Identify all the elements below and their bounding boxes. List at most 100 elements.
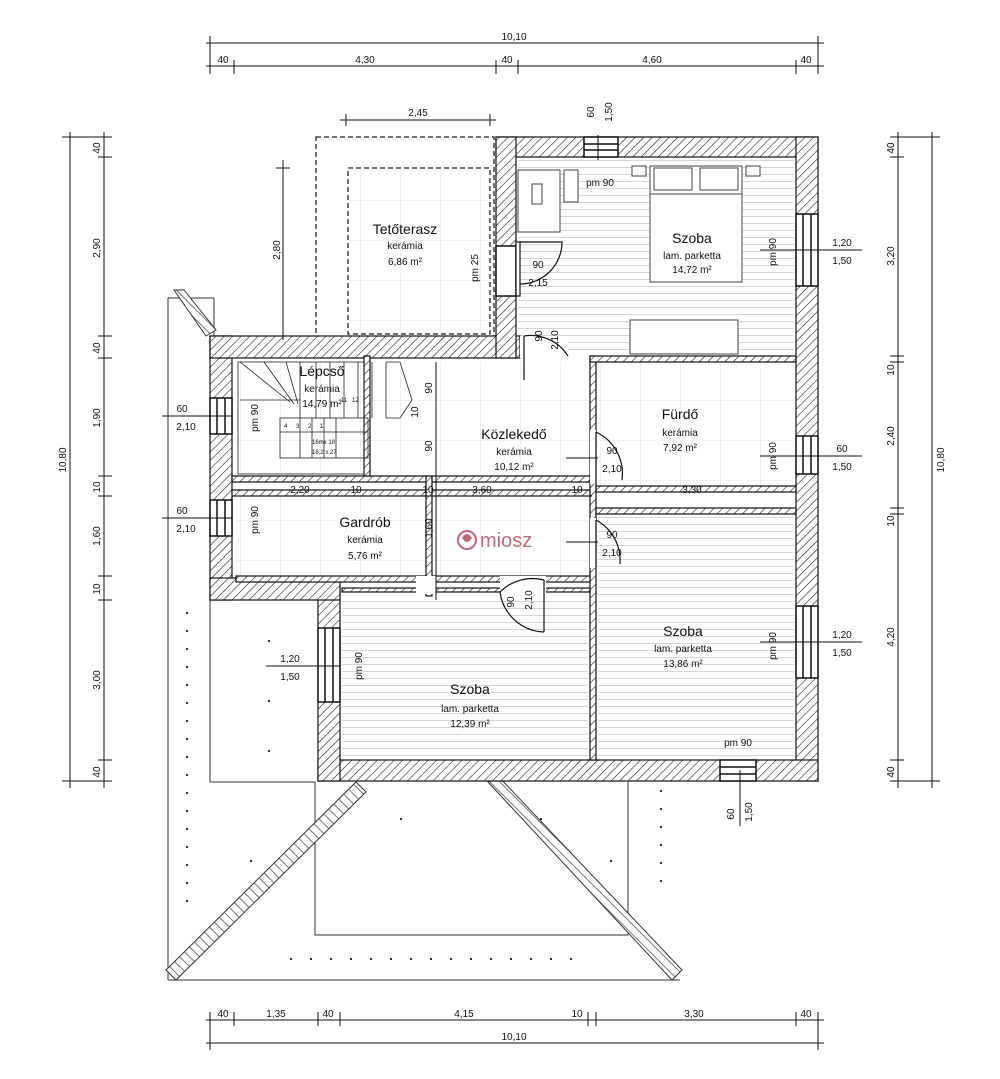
dim-door-90c: 90 bbox=[606, 446, 618, 457]
staircase bbox=[237, 361, 413, 475]
dim-hall-90b: 90 bbox=[424, 440, 435, 452]
terrace-area: 6,86 m² bbox=[388, 257, 423, 268]
dim-top-40c: 40 bbox=[800, 55, 812, 66]
dim-lw-120: 1,20 bbox=[280, 654, 300, 665]
dim-right-320: 3,20 bbox=[886, 246, 897, 266]
stair-area: 14,79 m² bbox=[302, 399, 342, 410]
dim-left-290: 2,90 bbox=[92, 238, 103, 258]
logo: miosz bbox=[457, 530, 532, 552]
dim-rw-60b: 60 bbox=[836, 444, 848, 455]
dim-pm-bot: pm 90 bbox=[724, 738, 752, 749]
dim-right-10a: 10 bbox=[886, 364, 897, 376]
wardrobe-material: kerámia bbox=[347, 535, 383, 546]
bedroom2-material: lam. parketta bbox=[654, 644, 712, 655]
roof-ridges bbox=[165, 289, 683, 981]
stair-num-6: 12 bbox=[352, 398, 359, 404]
dim-door-90d: 90 bbox=[606, 530, 618, 541]
bedroom3-name: Szoba bbox=[450, 681, 490, 697]
stair-name: Lépcső bbox=[299, 363, 344, 379]
dim-bot-40b: 40 bbox=[322, 1009, 334, 1020]
dim-lw-210a: 2,10 bbox=[176, 422, 196, 433]
dim-mid-10c: 10 bbox=[571, 485, 583, 496]
dim-door-90b: 90 bbox=[534, 330, 545, 342]
stair-num-5: 11 bbox=[341, 398, 348, 404]
dim-left-40c: 40 bbox=[92, 766, 103, 778]
dim-lw-150: 1,50 bbox=[280, 672, 300, 683]
dim-door-90a: 90 bbox=[532, 260, 544, 271]
roof-outline bbox=[167, 297, 680, 981]
dim-terrace-280: 2,80 bbox=[272, 240, 283, 260]
dim-lw-60a: 60 bbox=[176, 404, 188, 415]
stair-num-3: 2 bbox=[308, 424, 312, 430]
dim-left-190: 1,90 bbox=[92, 408, 103, 428]
dim-mid-330: 3,30 bbox=[682, 485, 702, 496]
hall-name: Közlekedő bbox=[481, 426, 547, 442]
furniture bbox=[517, 165, 761, 355]
dim-bot-window-150: 1,50 bbox=[744, 802, 755, 822]
dim-right-40b: 40 bbox=[886, 766, 897, 778]
dim-bot-10: 10 bbox=[571, 1009, 583, 1020]
dim-lw-60b: 60 bbox=[176, 506, 188, 517]
dim-left-10a: 10 bbox=[92, 481, 103, 493]
bedroom1-area: 14,72 m² bbox=[672, 265, 712, 276]
dim-left-total: 10,80 bbox=[58, 447, 69, 472]
dim-door-210d: 2,10 bbox=[602, 548, 622, 559]
bedroom1-material: lam. parketta bbox=[663, 251, 721, 262]
stair-spec-b: 16,2 x 27 bbox=[312, 450, 337, 456]
dim-top-40b: 40 bbox=[501, 55, 513, 66]
hall-material: kerámia bbox=[496, 447, 532, 458]
dim-bot-135: 1,35 bbox=[266, 1009, 286, 1020]
dim-rw-120c: 1,20 bbox=[832, 630, 852, 641]
dim-top-40a: 40 bbox=[217, 55, 229, 66]
dim-rw-150a: 1,50 bbox=[832, 256, 852, 267]
dim-left-40a: 40 bbox=[92, 142, 103, 154]
doors[interactable] bbox=[416, 241, 624, 633]
terrace-name: Tetőterasz bbox=[373, 221, 438, 237]
terrace-outline bbox=[315, 136, 495, 342]
dim-pm-l3: pm 90 bbox=[354, 652, 365, 680]
bathroom-material: kerámia bbox=[662, 428, 698, 439]
dim-door-210c: 2,10 bbox=[602, 464, 622, 475]
bedroom2-name: Szoba bbox=[663, 623, 703, 639]
dim-bot-total: 10,10 bbox=[501, 1032, 526, 1043]
dim-top-total: 10,10 bbox=[501, 32, 526, 43]
dim-left-160: 1,60 bbox=[92, 526, 103, 546]
dim-bot-330: 3,30 bbox=[684, 1009, 704, 1020]
dim-door-210e: 2,10 bbox=[524, 590, 535, 610]
dim-mid-10b: 10 bbox=[422, 485, 434, 496]
dim-right-420: 4,20 bbox=[886, 627, 897, 647]
dim-rw-150b: 1,50 bbox=[832, 462, 852, 473]
stair-spec-a: 16mx 18 bbox=[312, 440, 336, 446]
dim-hall-10a: 10 bbox=[410, 406, 421, 418]
dim-left-10b: 10 bbox=[92, 583, 103, 595]
dim-bot-40a: 40 bbox=[217, 1009, 229, 1020]
dim-pm-r1: pm 90 bbox=[768, 238, 779, 266]
logo-text: miosz bbox=[480, 530, 532, 552]
dim-lw-210b: 2,10 bbox=[176, 524, 196, 535]
dim-pm-l2: pm 90 bbox=[250, 506, 261, 534]
dim-door-210a: 2,10 bbox=[550, 330, 561, 350]
dim-window-top-60: 60 bbox=[586, 106, 597, 118]
dim-pm-r2: pm 90 bbox=[768, 442, 779, 470]
dim-rw-120a: 1,20 bbox=[832, 238, 852, 249]
stair-num-2: 3 bbox=[296, 424, 300, 430]
dim-bot-415: 4,15 bbox=[454, 1009, 474, 1020]
dim-pm-r3: pm 90 bbox=[768, 632, 779, 660]
dim-door-90e: 90 bbox=[506, 596, 517, 608]
dim-left-300: 3,00 bbox=[92, 670, 103, 690]
wardrobe-area: 5,76 m² bbox=[348, 551, 383, 562]
dim-mid-10a: 10 bbox=[350, 485, 362, 496]
bedroom3-area: 12,39 m² bbox=[450, 719, 490, 730]
dim-rw-150c: 1,50 bbox=[832, 648, 852, 659]
stair-material: kerámia bbox=[304, 384, 340, 395]
dim-hall-160: 1,60 bbox=[424, 518, 435, 538]
dim-bot-window-60: 60 bbox=[726, 808, 737, 820]
dim-terrace-245: 2,45 bbox=[408, 108, 428, 119]
dim-door-215a: 2,15 bbox=[528, 278, 548, 289]
dim-right-40a: 40 bbox=[886, 142, 897, 154]
dim-mid-220: 2,20 bbox=[290, 485, 310, 496]
room-labels: Tetőterasz kerámia 6,86 m² Szoba lam. pa… bbox=[299, 221, 721, 730]
dim-right-10b: 10 bbox=[886, 515, 897, 527]
dim-pm25: pm 25 bbox=[470, 254, 481, 282]
